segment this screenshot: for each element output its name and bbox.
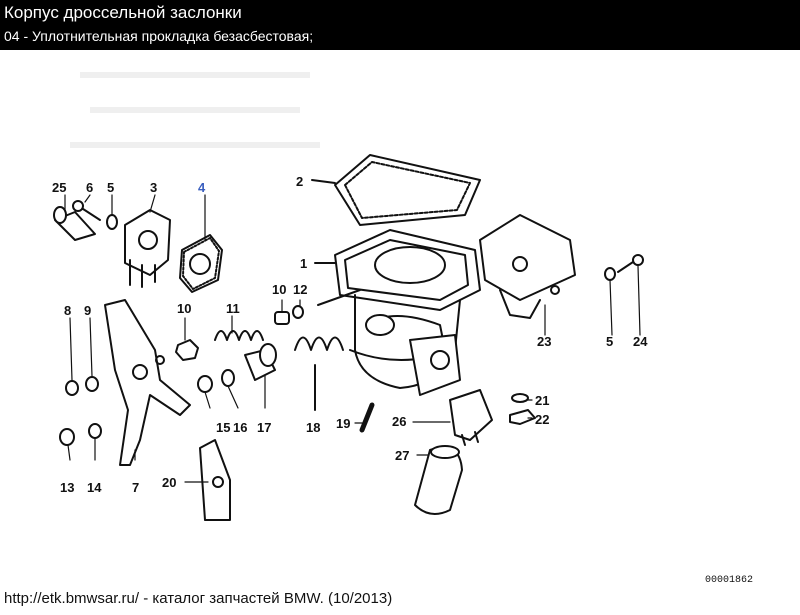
callout-6: 6 bbox=[86, 180, 93, 195]
part-20-bracket bbox=[199, 439, 231, 521]
callout-2: 2 bbox=[296, 174, 303, 189]
part-17-bush bbox=[244, 343, 277, 381]
callout-12: 12 bbox=[293, 282, 307, 297]
header-bar: Корпус дроссельной заслонки 04 - Уплотни… bbox=[0, 0, 800, 50]
parts-diagram: 25 6 5 3 4 2 1 10 12 11 10 8 9 23 5 24 1… bbox=[52, 72, 648, 521]
callout-3: 3 bbox=[150, 180, 157, 195]
part-26-sensor bbox=[449, 389, 493, 446]
part-23-switch bbox=[479, 214, 576, 319]
part-4-gasket bbox=[179, 234, 223, 293]
part-25-sleeve bbox=[53, 206, 96, 241]
callout-20: 20 bbox=[162, 475, 176, 490]
part-19-pin bbox=[359, 402, 375, 433]
part-12-washer bbox=[292, 305, 304, 319]
scan-noise bbox=[70, 72, 320, 148]
part-10-nut bbox=[274, 311, 290, 325]
callout-25: 25 bbox=[52, 180, 66, 195]
shaft bbox=[317, 289, 361, 306]
callout-7: 7 bbox=[132, 480, 139, 495]
part-15-washer bbox=[197, 375, 213, 393]
callout-14: 14 bbox=[87, 480, 102, 495]
callout-4: 4 bbox=[198, 180, 206, 195]
footer-source: http://etk.bmwsar.ru/ - каталог запчасте… bbox=[4, 590, 393, 607]
part-subtitle: 04 - Уплотнительная прокладка безасбесто… bbox=[4, 28, 314, 44]
callout-22: 22 bbox=[535, 412, 549, 427]
callout-10-left: 10 bbox=[177, 301, 191, 316]
callout-23: 23 bbox=[537, 334, 551, 349]
callout-17: 17 bbox=[257, 420, 271, 435]
part-11-spring bbox=[214, 330, 264, 341]
part-9-washer bbox=[85, 376, 99, 392]
part-7-lever bbox=[104, 299, 191, 466]
part-6-screw bbox=[72, 200, 101, 221]
callout-labels: 25 6 5 3 4 2 1 10 12 11 10 8 9 23 5 24 1… bbox=[52, 174, 648, 495]
page-title: Корпус дроссельной заслонки bbox=[4, 3, 242, 22]
part-22-nut bbox=[509, 409, 536, 425]
callout-24: 24 bbox=[633, 334, 648, 349]
leader-lines bbox=[64, 194, 641, 483]
callout-16: 16 bbox=[233, 420, 247, 435]
part-24-screw bbox=[617, 254, 644, 273]
part-5-washer bbox=[106, 214, 118, 230]
callout-19: 19 bbox=[336, 416, 350, 431]
part-5-washer-right bbox=[604, 267, 616, 281]
part-13-nut bbox=[59, 428, 75, 446]
callout-5: 5 bbox=[107, 180, 114, 195]
part-8-washer bbox=[65, 380, 79, 396]
callout-11: 11 bbox=[226, 301, 240, 316]
part-1-throttle-body bbox=[314, 229, 481, 396]
callout-1: 1 bbox=[300, 256, 307, 271]
part-3-bracket bbox=[124, 209, 171, 288]
drawing-number: 00001862 bbox=[705, 575, 754, 586]
callout-27: 27 bbox=[395, 448, 409, 463]
part-2-gasket bbox=[311, 154, 481, 226]
part-14-washer bbox=[88, 423, 102, 439]
callout-8: 8 bbox=[64, 303, 71, 318]
callout-18: 18 bbox=[306, 420, 320, 435]
callout-26: 26 bbox=[392, 414, 406, 429]
callout-9: 9 bbox=[84, 303, 91, 318]
callout-13: 13 bbox=[60, 480, 74, 495]
callout-15: 15 bbox=[216, 420, 230, 435]
callout-21: 21 bbox=[535, 393, 549, 408]
part-16-washer bbox=[221, 369, 235, 387]
callout-10: 10 bbox=[272, 282, 286, 297]
part-10-nut-left bbox=[175, 339, 199, 361]
part-21-washer bbox=[511, 393, 529, 403]
part-18-spring bbox=[294, 336, 344, 351]
part-27-boot bbox=[414, 445, 463, 515]
callout-5-right: 5 bbox=[606, 334, 613, 349]
